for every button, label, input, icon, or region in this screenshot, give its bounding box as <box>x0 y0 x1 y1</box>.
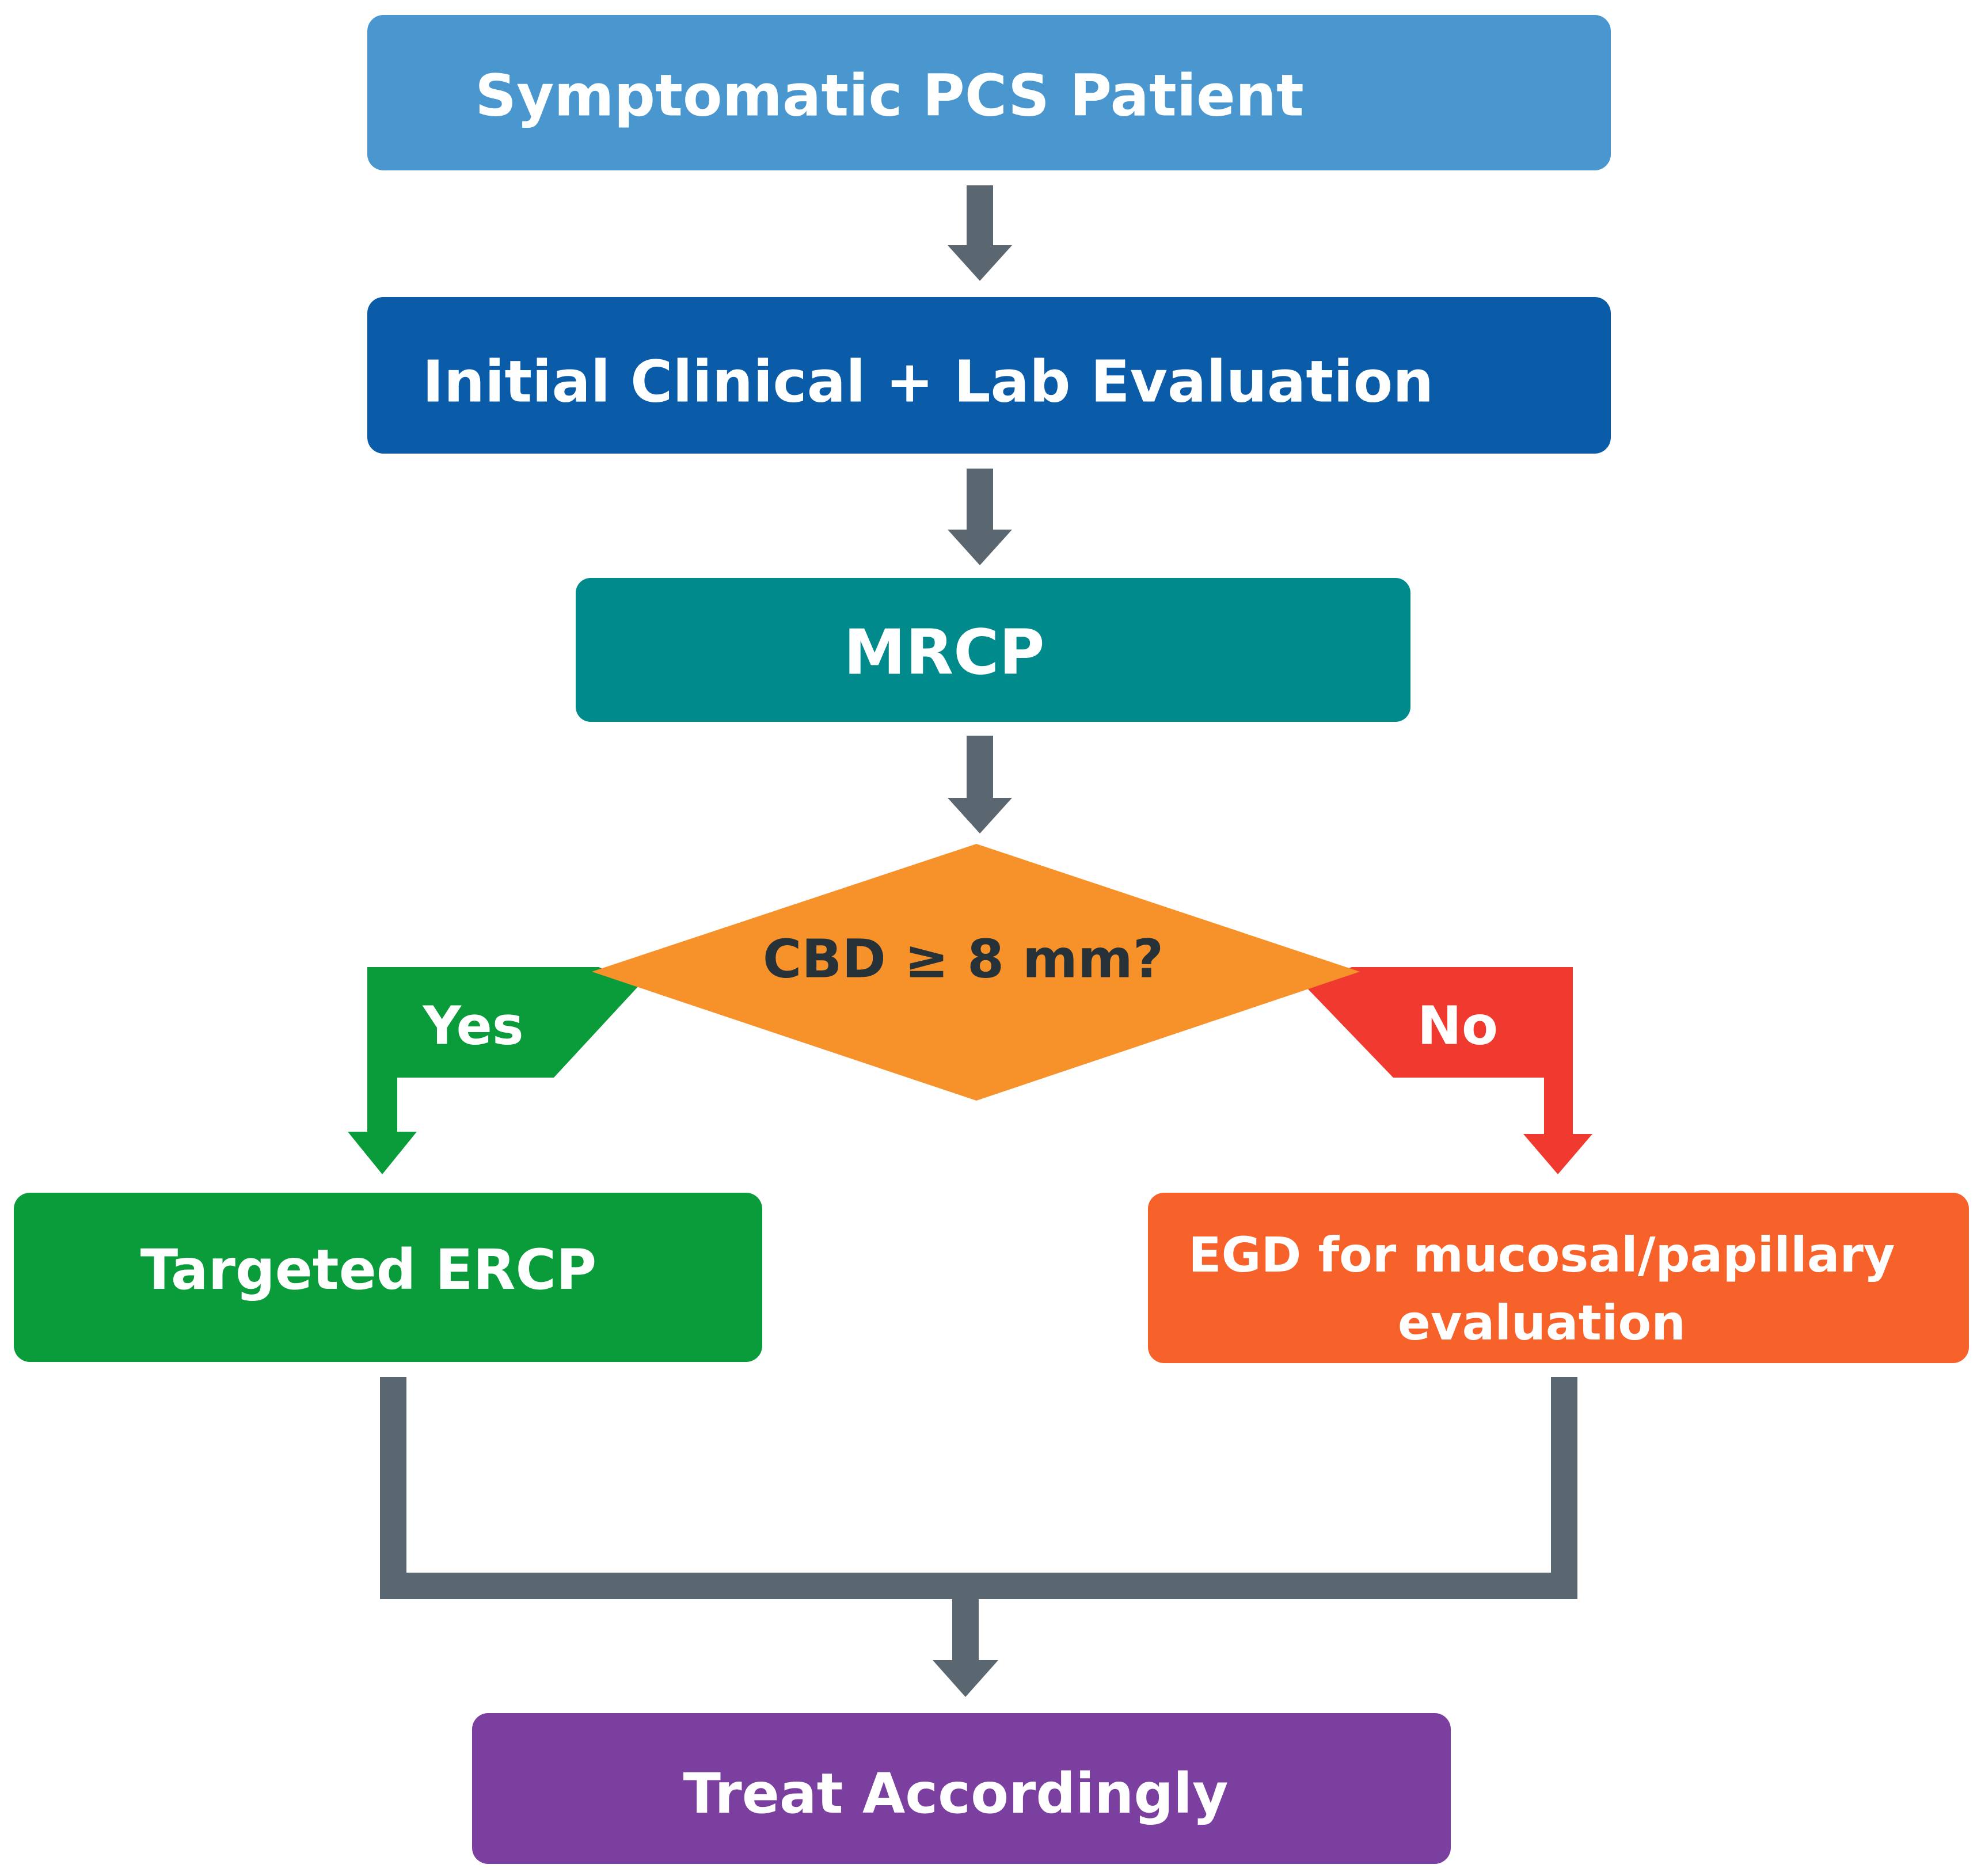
arrow-head <box>948 245 1012 281</box>
node-symptomatic-pcs-patient: Symptomatic PCS Patient <box>367 15 1611 170</box>
node-box <box>14 1193 762 1362</box>
node-box <box>367 15 1611 170</box>
node-label: Treat Accordingly <box>683 1761 1228 1826</box>
arrow-shaft <box>952 1599 979 1664</box>
arrow-evaluation-to-mrcp <box>948 469 1012 565</box>
node-box <box>1148 1193 1969 1363</box>
node-initial-evaluation: Initial Clinical + Lab Evaluation <box>367 297 1611 454</box>
arrow-head <box>348 1132 417 1174</box>
arrow-head <box>933 1660 998 1697</box>
arrow-shaft <box>967 469 993 532</box>
node-label: Initial Clinical + Lab Evaluation <box>423 348 1434 416</box>
node-box <box>576 578 1410 722</box>
right-drop <box>1551 1377 1577 1599</box>
arrow-head <box>948 798 1012 834</box>
node-label: Targeted ERCP <box>140 1238 597 1302</box>
left-drop <box>380 1377 406 1599</box>
node-label-line-1: EGD for mucosal/papillary <box>1188 1227 1895 1283</box>
arrow-shaft <box>967 736 993 800</box>
node-mrcp: MRCP <box>576 578 1410 722</box>
decision-label: CBD ≥ 8 mm? <box>763 929 1163 990</box>
branch-yes: Yes <box>348 967 639 1174</box>
node-box <box>472 1713 1451 1864</box>
arrow-head <box>1523 1134 1592 1174</box>
node-label-line-2: evaluation <box>1398 1295 1686 1351</box>
node-treat-accordingly: Treat Accordingly <box>472 1713 1451 1864</box>
yes-label: Yes <box>422 995 523 1057</box>
node-targeted-ercp: Targeted ERCP <box>14 1193 762 1362</box>
no-label: No <box>1417 995 1498 1057</box>
arrow-start-to-evaluation <box>948 185 1012 281</box>
node-label: MRCP <box>843 617 1044 689</box>
arrow-shaft <box>967 185 993 248</box>
branch-no: No <box>1305 967 1592 1174</box>
arrow-head <box>948 530 1012 565</box>
merge-connector <box>380 1377 1577 1697</box>
node-egd: EGD for mucosal/papillary evaluation <box>1148 1193 1969 1363</box>
node-box <box>367 297 1611 454</box>
node-label: Symptomatic PCS Patient <box>475 62 1304 130</box>
decision-diamond <box>592 844 1360 1101</box>
yes-connector <box>367 967 639 1134</box>
arrow-mrcp-to-decision <box>948 736 1012 834</box>
no-connector <box>1305 967 1573 1136</box>
decision-cbd: CBD ≥ 8 mm? <box>592 844 1360 1101</box>
horizontal-bar <box>380 1573 1577 1599</box>
